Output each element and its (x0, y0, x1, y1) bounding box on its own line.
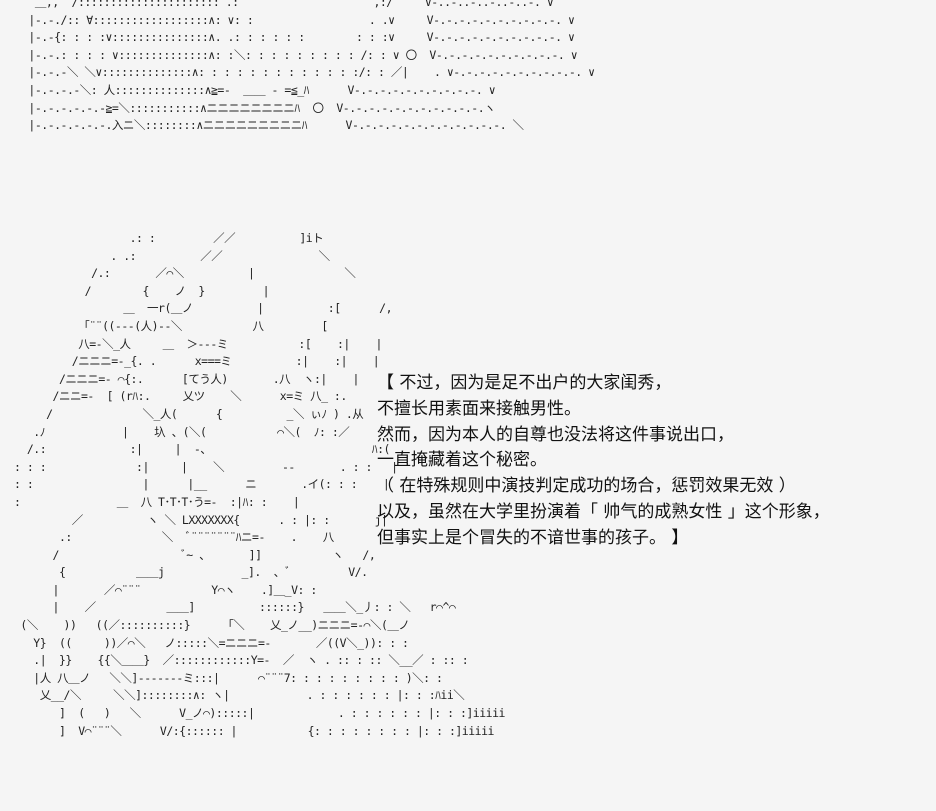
narration-line-1: 【 不过，因为是足不出户的大家闺秀， (377, 373, 672, 393)
narration-line-6: 以及，虽然在大学里扮演着「 帅气的成熟女性 」这个形象， (377, 501, 830, 522)
narration-line-4: 一直掩藏着这个秘密。 (377, 450, 547, 471)
ascii-art-top: ＿,, /:::::::::::::::::::::: .: ,:/ V-..-… (28, 0, 595, 133)
narration-text-block: 【 不过，因为是足不出户的大家闺秀， 不擅长用素面来接触男性。 然而，因为本人的… (377, 371, 929, 552)
narration-line-5: （ 在特殊规则中演技判定成功的场合，惩罚效果无效 ） (377, 476, 796, 497)
narration-line-3: 然而，因为本人的自尊也没法将这件事说出口， (377, 424, 734, 445)
narration-line-7: 但事实上是个冒失的不谙世事的孩子。 】 (377, 527, 689, 548)
narration-line-2: 不擅长用素面来接触男性。 (377, 398, 581, 419)
ascii-art-figure: .: : ／／ ]iト . .: ／／ ＼ /.: ／⌒＼ | ＼ / { ノ … (14, 231, 505, 738)
